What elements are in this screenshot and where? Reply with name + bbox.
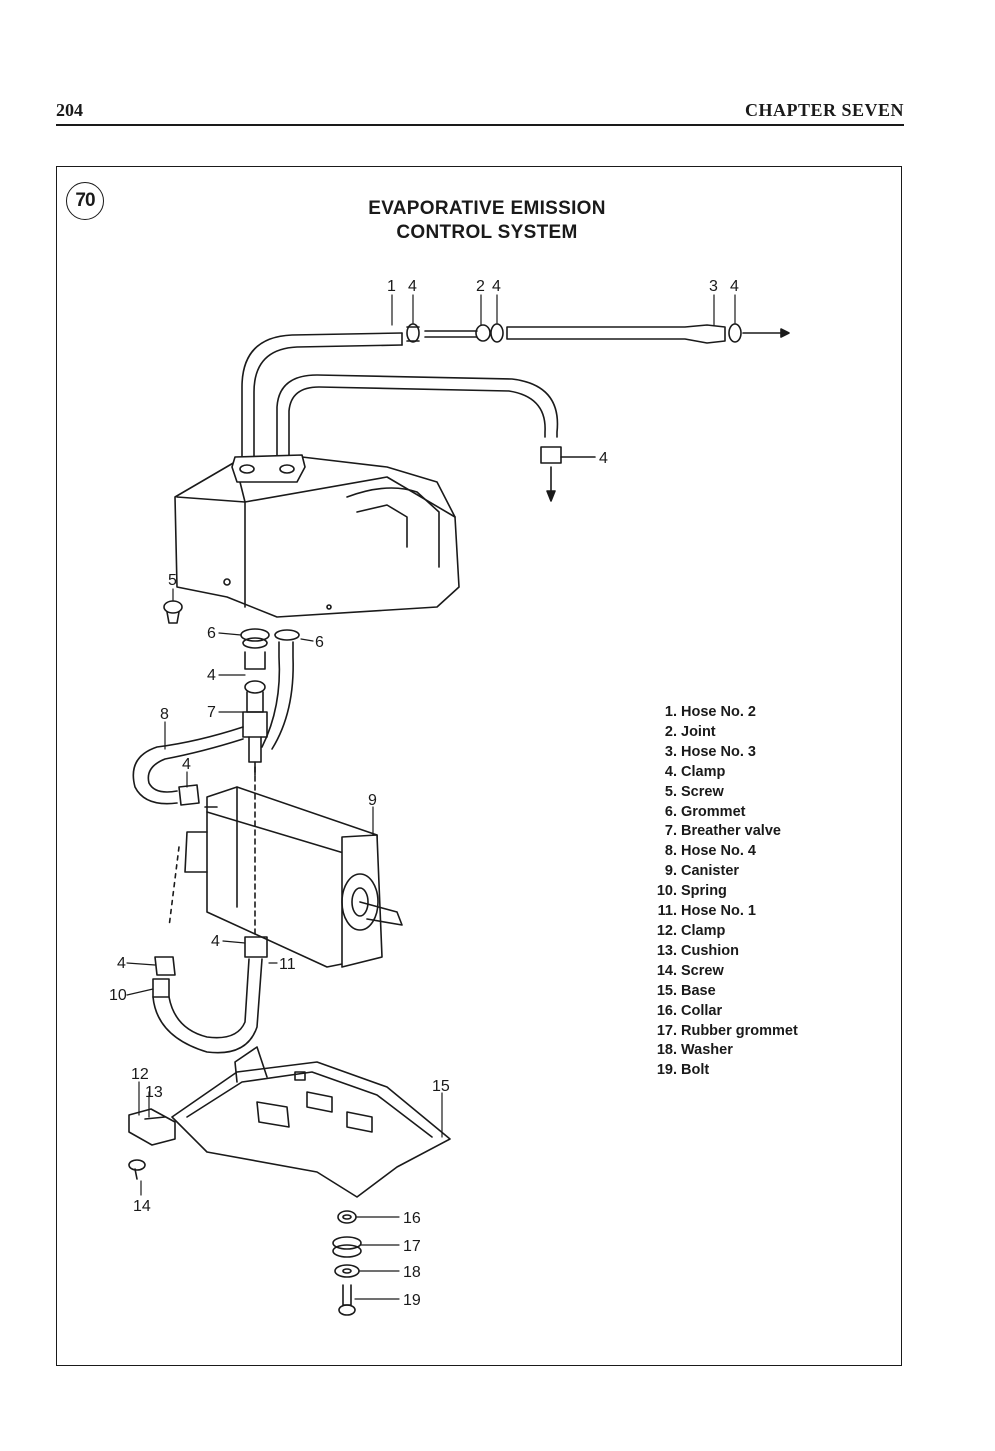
callout-6a: 6 xyxy=(207,625,216,642)
legend-item: 10.Spring xyxy=(656,883,727,900)
callout-4d: 4 xyxy=(599,450,608,467)
callout-7: 7 xyxy=(207,704,216,721)
figure-title-line-2: CONTROL SYSTEM xyxy=(396,222,578,243)
callout-4b: 4 xyxy=(492,278,501,295)
callout-2: 2 xyxy=(476,278,485,295)
callout-12: 12 xyxy=(131,1066,149,1083)
figure-frame: 70 EVAPORATIVE EMISSION CONTROL SYSTEM xyxy=(56,166,902,1366)
callout-16: 16 xyxy=(403,1210,421,1227)
callout-4f: 4 xyxy=(182,756,191,773)
figure-title-line-1: EVAPORATIVE EMISSION xyxy=(368,198,606,219)
figure-title: EVAPORATIVE EMISSION CONTROL SYSTEM xyxy=(307,197,667,245)
legend-item: 9.Canister xyxy=(664,863,740,880)
callout-15: 15 xyxy=(432,1078,450,1095)
legend-item: 6.Grommet xyxy=(664,803,746,820)
screw-part xyxy=(163,600,183,624)
callout-4a: 4 xyxy=(408,278,417,295)
vent-hose xyxy=(276,374,596,502)
base-plate xyxy=(128,1046,451,1198)
tank-housing xyxy=(174,454,460,618)
legend-item: 4.Clamp xyxy=(664,763,726,780)
callout-17: 17 xyxy=(403,1238,421,1255)
chapter-title: CHAPTER SEVEN xyxy=(744,100,904,120)
spring-and-hose-no-1 xyxy=(152,766,268,1054)
parts-legend: 1.Hose No. 2 2.Joint 3.Hose No. 3 4.Clam… xyxy=(645,703,798,1081)
top-hose-assembly xyxy=(241,323,790,473)
legend-item: 12.Clamp xyxy=(656,922,726,939)
callout-14: 14 xyxy=(133,1198,151,1215)
legend-item: 3.Hose No. 3 xyxy=(664,743,756,760)
figure-number-badge: 70 xyxy=(66,182,104,220)
grommet-and-valve-stack xyxy=(240,628,300,776)
callout-4c: 4 xyxy=(730,278,739,295)
legend-item: 17.Rubber grommet xyxy=(656,1022,798,1039)
callout-3: 3 xyxy=(709,278,718,295)
callout-8: 8 xyxy=(160,706,169,723)
legend-item: 11.Hose No. 1 xyxy=(657,903,756,920)
legend-item: 1.Hose No. 2 xyxy=(664,704,756,720)
callout-4h: 4 xyxy=(117,955,126,972)
callout-19: 19 xyxy=(403,1292,421,1309)
legend-item: 18.Washer xyxy=(656,1042,733,1059)
callout-4e: 4 xyxy=(207,667,216,684)
callout-9: 9 xyxy=(368,792,377,809)
legend-item: 8.Hose No. 4 xyxy=(664,843,756,860)
callout-18: 18 xyxy=(403,1264,421,1281)
callout-10: 10 xyxy=(109,987,127,1004)
callout-numbers: 1 4 2 4 3 4 4 5 6 6 4 7 8 4 9 4 4 11 10 … xyxy=(109,278,739,1309)
callout-6b: 6 xyxy=(315,634,324,651)
page-header: 204 CHAPTER SEVEN xyxy=(56,100,904,126)
exploded-parts-diagram: 1 4 2 4 3 4 4 5 6 6 4 7 8 4 9 4 4 11 10 … xyxy=(109,278,790,1316)
callout-11: 11 xyxy=(279,956,296,973)
legend-item: 13.Cushion xyxy=(656,942,739,959)
legend-item: 7.Breather valve xyxy=(664,823,781,840)
legend-item: 19.Bolt xyxy=(656,1062,710,1079)
legend-item: 5.Screw xyxy=(664,783,724,800)
hose-no-4 xyxy=(132,726,244,806)
legend-item: 15.Base xyxy=(656,982,716,999)
page-number: 204 xyxy=(56,100,83,120)
callout-1: 1 xyxy=(387,278,396,295)
callout-5: 5 xyxy=(168,572,177,589)
callout-4g: 4 xyxy=(211,933,220,950)
legend-item: 2.Joint xyxy=(664,723,716,740)
callout-leaders xyxy=(126,294,736,1300)
callout-13: 13 xyxy=(145,1084,163,1101)
legend-item: 14.Screw xyxy=(656,962,724,979)
canister xyxy=(184,786,403,968)
legend-item: 16.Collar xyxy=(656,1002,723,1019)
